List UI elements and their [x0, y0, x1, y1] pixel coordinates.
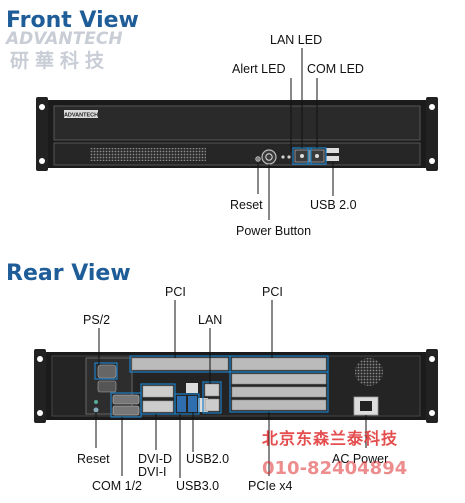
cn-watermark-bottom: 北京东森兰泰科技 [262, 429, 398, 448]
cn-watermark-top: 研華科技 [10, 49, 110, 72]
front-chassis: ADVANTECH [36, 97, 438, 171]
rear-reset-label: Reset [77, 452, 110, 466]
front-left-rack-ear [36, 97, 48, 171]
pci-right-label: PCI [262, 285, 283, 299]
pcie-slot [231, 373, 327, 385]
ac-power-label: AC Power [332, 452, 388, 466]
lan-label: LAN [198, 313, 222, 327]
lan-highlight [202, 381, 222, 414]
power-icon [265, 153, 273, 161]
dvi-d-port [142, 385, 174, 398]
lan-led-label: LAN LED [270, 33, 322, 47]
front-reset-label: Reset [230, 198, 263, 212]
rack-ear-hole [39, 104, 45, 110]
rack-ear-hole [37, 410, 43, 416]
ps2-port-2 [97, 380, 117, 393]
dvi-d-label: DVI-D [138, 452, 172, 466]
rear-view-title: Rear View [6, 261, 131, 286]
usb3-highlight [174, 393, 200, 415]
ps2-highlight [94, 362, 118, 380]
front-usb-port [326, 156, 339, 161]
rear-reset-button [93, 407, 99, 413]
ac-power-socket [360, 401, 372, 411]
power-button-label: Power Button [236, 224, 311, 238]
com-led-label: COM LED [307, 62, 364, 76]
usb2-port [186, 383, 198, 393]
rear-led [94, 400, 98, 404]
usb3-port [177, 396, 186, 412]
com1-port [112, 394, 140, 405]
rack-ear-hole [429, 104, 435, 110]
com-led [315, 154, 319, 158]
phone-watermark: 010-82404894 [262, 458, 407, 479]
rear-fan-grille [355, 358, 383, 386]
front-right-rack-ear [426, 97, 438, 171]
front-view-title: Front View [6, 8, 139, 33]
usb-label: USB 2.0 [310, 198, 357, 212]
pci-slot-right [231, 357, 327, 371]
pci-slot-left [131, 357, 229, 371]
usb3-label: USB3.0 [176, 479, 219, 493]
dvi-i-label: DVI-I [138, 465, 166, 479]
rear-left-rack-ear [34, 349, 46, 423]
lan-port [204, 383, 220, 397]
ps2-label: PS/2 [83, 313, 110, 327]
alert-led [281, 155, 285, 159]
dvi-i-port [142, 400, 174, 413]
power-button [261, 149, 277, 165]
brand-plate-text: ADVANTECH [64, 113, 98, 119]
lan-led [300, 154, 304, 158]
rack-ear-hole [39, 158, 45, 164]
rack-ear-hole [429, 158, 435, 164]
com12-label: COM 1/2 [92, 479, 142, 493]
usb3-port [188, 396, 197, 412]
lan-port-2 [204, 398, 220, 412]
rack-ear-hole [37, 356, 43, 362]
alert-led-2 [287, 155, 291, 159]
pci-left-label: PCI [165, 285, 186, 299]
com2-port [112, 405, 140, 416]
rack-ear-hole [429, 410, 435, 416]
pcie-label: PCIe x4 [248, 479, 293, 493]
pci-right-highlight [229, 355, 329, 373]
front-vent-grille [90, 148, 206, 161]
ps2-port [97, 364, 117, 379]
pcie-slot [231, 386, 327, 398]
front-usb-port [326, 148, 339, 153]
front-upper-panel [53, 105, 421, 141]
alert-led-label: Alert LED [232, 62, 286, 76]
rear-right-rack-ear [426, 349, 438, 423]
brand-watermark: ADVANTECH [4, 29, 123, 49]
usb2-label: USB2.0 [186, 452, 229, 466]
rack-ear-hole [429, 356, 435, 362]
pcie-slot [231, 399, 327, 411]
front-reset-button [255, 156, 261, 162]
brand-plate [64, 110, 98, 118]
